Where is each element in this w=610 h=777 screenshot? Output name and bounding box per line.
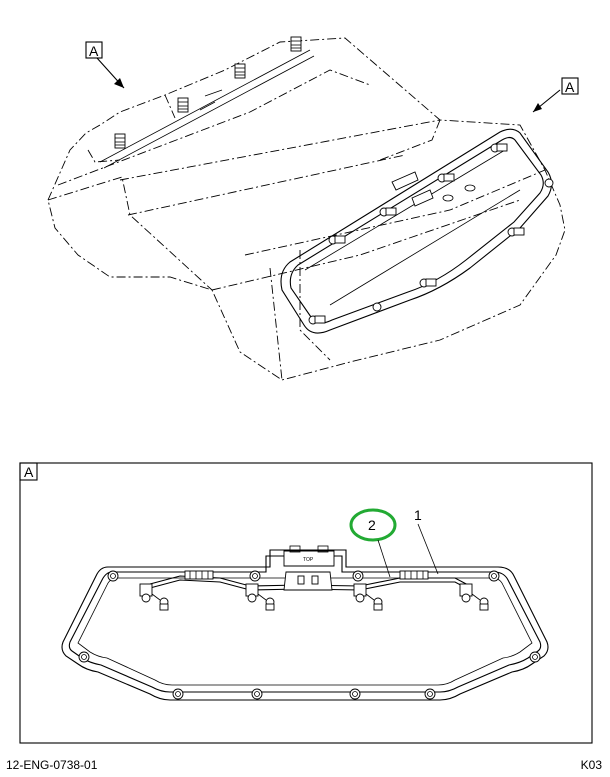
left-bank-injector-studs bbox=[99, 36, 315, 169]
highlight-ring bbox=[349, 508, 397, 542]
injector-harness-detail: TOP bbox=[139, 545, 489, 611]
item-callout-2: 2 bbox=[349, 508, 397, 578]
drawing-number: 12-ENG-0738-01 bbox=[6, 758, 98, 772]
detail-callout-top-right: A bbox=[532, 77, 579, 113]
svg-text:1: 1 bbox=[414, 507, 422, 523]
svg-text:A: A bbox=[565, 79, 575, 95]
sheet-code: K03 bbox=[580, 758, 602, 772]
right-bank-valve-cover-gasket bbox=[280, 128, 554, 334]
svg-text:A: A bbox=[24, 464, 34, 480]
detail-callout-top-left: A bbox=[85, 41, 125, 89]
svg-text:2: 2 bbox=[368, 517, 376, 533]
svg-text:TOP: TOP bbox=[303, 557, 314, 563]
item-callout-1: 1 bbox=[414, 507, 439, 575]
svg-text:A: A bbox=[89, 43, 99, 59]
detail-a-frame: A bbox=[19, 462, 593, 744]
valve-cover-gasket-detail bbox=[61, 549, 549, 701]
engine-phantom-outline bbox=[47, 37, 566, 381]
